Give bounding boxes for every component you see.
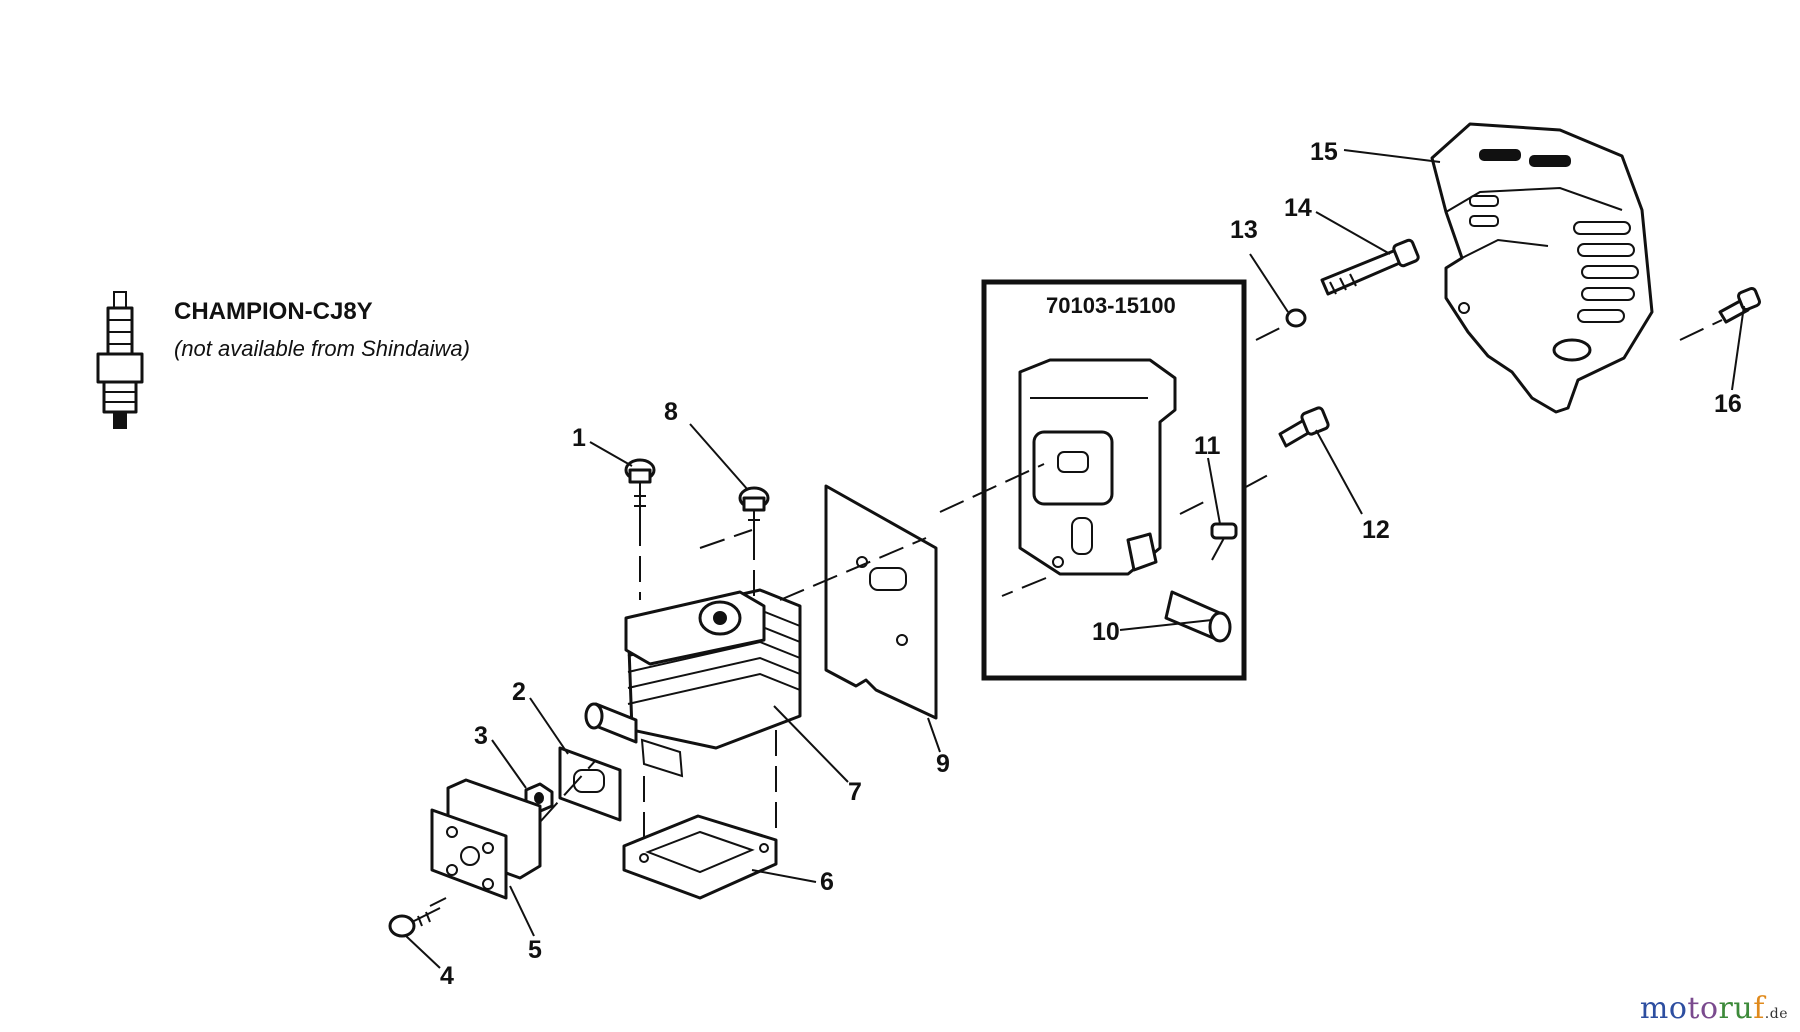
- assembly-lines: [429, 319, 1723, 907]
- exhaust-pipe: [1164, 590, 1232, 643]
- callout-10: 10: [1092, 618, 1120, 646]
- callout-14: 14: [1284, 194, 1312, 222]
- cylinder-bolt: [624, 458, 656, 520]
- muffler-screw: [1210, 522, 1238, 561]
- callout-2: 2: [512, 678, 526, 706]
- callout-1: 1: [572, 424, 586, 452]
- leader-lines: [405, 149, 1745, 969]
- callout-13: 13: [1230, 216, 1258, 244]
- muffler-mount-bolt: [1278, 406, 1330, 448]
- cover-bolt-long: [1320, 238, 1420, 296]
- callout-11: 11: [1194, 432, 1221, 460]
- cover-washer: [1285, 308, 1307, 328]
- muffler-kit-part-number: 70103-15100: [1046, 293, 1176, 318]
- callout-7: 7: [848, 778, 862, 806]
- cover-screw: [1718, 286, 1762, 324]
- insulator-block: [430, 778, 542, 900]
- muffler-cover: [1430, 122, 1654, 414]
- watermark-logo: motoruf.de: [1639, 991, 1788, 1026]
- spark-plug: [96, 291, 144, 429]
- muffler-kit-box: [981, 279, 1247, 681]
- callout-8: 8: [664, 398, 678, 426]
- muffler-gasket: [824, 484, 938, 720]
- callout-3: 3: [474, 722, 488, 750]
- callout-16: 16: [1714, 390, 1742, 418]
- cylinder: [584, 588, 802, 778]
- muffler-body: [1018, 358, 1177, 576]
- callout-12: 12: [1362, 516, 1390, 544]
- callout-6: 6: [820, 868, 834, 896]
- intake-gasket: [558, 746, 622, 822]
- spark-plug-title: CHAMPION-CJ8Y: [174, 298, 373, 325]
- callout-15: 15: [1310, 138, 1338, 166]
- callout-5: 5: [528, 936, 542, 964]
- spark-plug-note: (not available from Shindaiwa): [174, 336, 470, 361]
- base-gasket: [622, 814, 778, 900]
- callout-4: 4: [440, 962, 454, 990]
- insulator-screw: [388, 907, 441, 938]
- cylinder-bolt-short: [738, 486, 770, 534]
- callout-9: 9: [936, 750, 950, 778]
